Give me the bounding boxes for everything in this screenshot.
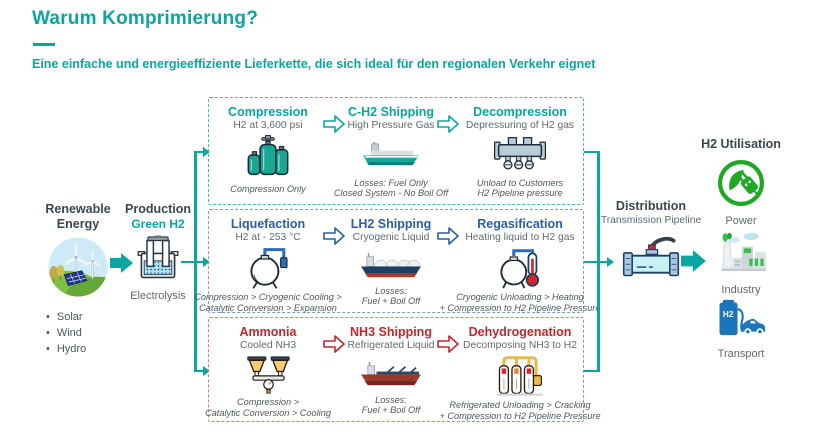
step-title: Regasification (477, 217, 563, 231)
step-caption: Losses: Fuel Only Closed System - No Boi… (333, 177, 449, 199)
step-decompression: Decompression Depressuring of H2 gas (459, 105, 581, 199)
step-title: Decompression (473, 105, 567, 119)
transport-label: Transport (717, 348, 765, 360)
step-lh2-shipping: LH2 Shipping Cryogenic Liquid Losses: Fu… (345, 217, 437, 307)
renewable-energy-section: Renewable Energy (26, 202, 130, 357)
pipeline-valve-icon (597, 235, 705, 289)
hollow-arrow-icon (323, 115, 345, 133)
step-subtitle: Depressuring of H2 gas (465, 120, 575, 131)
step-subtitle: H2 at 3,600 psi (233, 120, 303, 131)
step-subtitle: High Pressure Gas (347, 120, 435, 131)
step-title: Dehydrogenation (468, 325, 572, 339)
step-caption: Losses: Fuel + Boil Off (361, 285, 421, 307)
hollow-arrow-icon (323, 335, 345, 353)
pump-h2-label: H2 (723, 310, 734, 319)
electrolysis-label: Electrolysis (130, 290, 186, 302)
step-caption: Compression > Cryogenic Cooling > Cataly… (194, 292, 342, 313)
page-title: Warum Komprimierung? (32, 8, 259, 29)
distribution-title: Distribution (615, 199, 687, 213)
renewable-energy-icon (26, 236, 130, 303)
branch-stub-mid (196, 260, 204, 264)
step-caption: Losses: Fuel + Boil Off (361, 394, 421, 416)
step-caption: Cryogenic Unloading > Heating + Compress… (439, 292, 601, 313)
step-title: LH2 Shipping (350, 217, 432, 231)
tanker-ship-icon (359, 354, 423, 393)
hollow-arrow-icon (437, 115, 459, 133)
step-title: Compression (228, 105, 308, 119)
cargo-ship-icon (359, 134, 423, 176)
branch-line-left (194, 151, 197, 372)
list-item: Wind (46, 325, 130, 341)
power-icon (697, 157, 785, 214)
step-caption: Compression Only (230, 183, 306, 194)
step-subtitle: H2 at - 253 °C (235, 232, 301, 243)
page-subtitle: Eine einfache und energieeffiziente Lief… (32, 57, 596, 71)
arrowhead-icon (203, 257, 210, 267)
transport-icon: H2 (697, 299, 785, 347)
step-subtitle: Cryogenic Liquid (352, 232, 430, 243)
step-subtitle: Decomposing NH3 to H2 (463, 340, 577, 351)
flow-arrow-icon (110, 253, 133, 273)
branch-stub-bottom (196, 369, 204, 373)
step-caption: Refrigerated Unloading > Cracking + Comp… (439, 400, 601, 421)
step-ch2-shipping: C-H2 Shipping High Pressure Gas Losses: … (334, 105, 448, 199)
industry-label: Industry (721, 284, 761, 296)
step-title: Ammonia (239, 325, 297, 339)
hollow-arrow-icon (437, 335, 459, 353)
flow-arrow-icon (681, 250, 706, 272)
production-title: Production (125, 202, 191, 216)
arrowhead-icon (203, 366, 210, 376)
merge-stub-bottom (584, 369, 599, 373)
step-nh3-shipping: NH3 Shipping Refrigerated Liquid Losses:… (345, 325, 437, 416)
gas-cylinders-icon (247, 134, 289, 178)
production-output-line (181, 260, 194, 264)
lng-carrier-icon (359, 246, 423, 284)
step-subtitle: Refrigerated Liquid (347, 340, 435, 351)
step-liquefaction: Liquefaction H2 at - 253 °C Compression … (194, 217, 342, 313)
arrowhead-icon (607, 257, 614, 267)
industry-icon (697, 230, 785, 283)
step-regasification: Regasification Heating liquid to H2 gas … (439, 217, 600, 313)
cryogenic-tank-icon (245, 246, 292, 291)
list-item: Solar (46, 309, 130, 325)
pipeline-manifold-icon (493, 134, 547, 176)
cracking-columns-icon (495, 354, 545, 399)
renewable-title-line1: Renewable (45, 202, 111, 216)
step-title: C-H2 Shipping (347, 105, 435, 119)
renewable-title-line2: Energy (56, 217, 100, 231)
row-liquid-hydrogen: Liquefaction H2 at - 253 °C Compression … (194, 209, 601, 313)
green-h2-label: Green H2 (131, 217, 185, 231)
list-item: Hydro (46, 341, 130, 357)
step-title: NH3 Shipping (350, 325, 432, 339)
step-compression: Compression H2 at 3,600 psi Compression … (213, 105, 323, 199)
electrolysis-icon (118, 235, 198, 288)
step-subtitle: Cooled NH3 (239, 340, 297, 351)
hollow-arrow-icon (323, 227, 345, 245)
tank-thermometer-icon (496, 246, 544, 291)
title-underline (33, 43, 55, 46)
step-dehydrogenation: Dehydrogenation Decomposing NH3 to H2 (439, 325, 600, 421)
step-title: Liquefaction (230, 217, 306, 231)
utilisation-title: H2 Utilisation (701, 137, 781, 151)
arrowhead-icon (203, 147, 210, 157)
row-compressed-hydrogen: Compression H2 at 3,600 psi Compression … (208, 97, 584, 205)
power-label: Power (725, 215, 757, 227)
step-caption: Unload to Customers H2 Pipeline pressure (476, 177, 564, 199)
step-ammonia: Ammonia Cooled NH3 Compression > (205, 325, 331, 418)
step-caption: Compression > Catalytic Conversion > Coo… (205, 397, 331, 418)
merge-stub-mid (584, 260, 607, 264)
distribution-subtitle: Transmission Pipeline (600, 215, 702, 226)
production-section: Production Green H2 Electrolysis (118, 202, 198, 302)
renewable-sources-list: Solar Wind Hydro (26, 309, 130, 357)
h2-utilisation-section: H2 Utilisation Power (697, 137, 785, 363)
hollow-arrow-icon (437, 227, 459, 245)
catalytic-converter-icon (246, 354, 291, 396)
row-ammonia: Ammonia Cooled NH3 Compression > (205, 317, 601, 422)
distribution-section: Distribution Transmission Pipeline (597, 199, 705, 289)
branch-stub-top (196, 150, 204, 154)
merge-stub-top (584, 150, 599, 154)
step-subtitle: Heating liquid to H2 gas (465, 232, 575, 243)
